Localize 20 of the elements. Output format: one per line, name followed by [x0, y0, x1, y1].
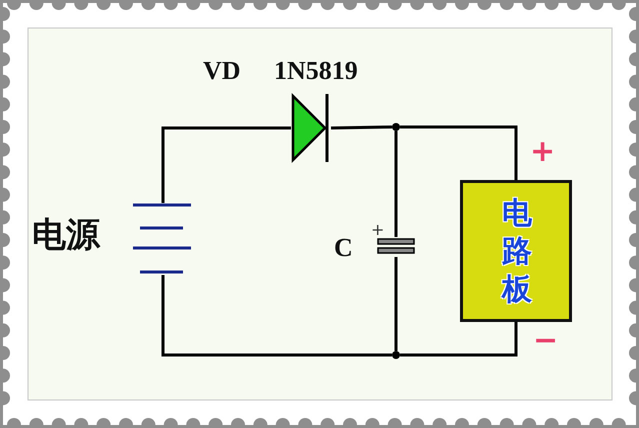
- polarity-sign: +: [371, 222, 384, 238]
- junction-dot: [392, 351, 400, 359]
- wire: [400, 126, 518, 180]
- wire: [394, 131, 398, 237]
- circuit-board-box: 电路板: [460, 180, 572, 322]
- component-label: 1N5819: [274, 58, 358, 84]
- wire: [400, 322, 518, 356]
- diode-symbol: [291, 94, 331, 162]
- wire: [394, 257, 398, 351]
- component-label: C: [334, 235, 353, 261]
- component-label: 电源: [32, 218, 100, 252]
- junction-dot: [392, 123, 400, 131]
- wire: [330, 126, 392, 130]
- battery-symbol: [133, 203, 193, 275]
- wire: [162, 275, 392, 356]
- component-label: VD: [203, 58, 241, 84]
- capacitor-symbol: [376, 237, 416, 257]
- wire: [162, 126, 291, 203]
- polarity-sign: +: [530, 137, 556, 167]
- polarity-sign: −: [533, 326, 558, 356]
